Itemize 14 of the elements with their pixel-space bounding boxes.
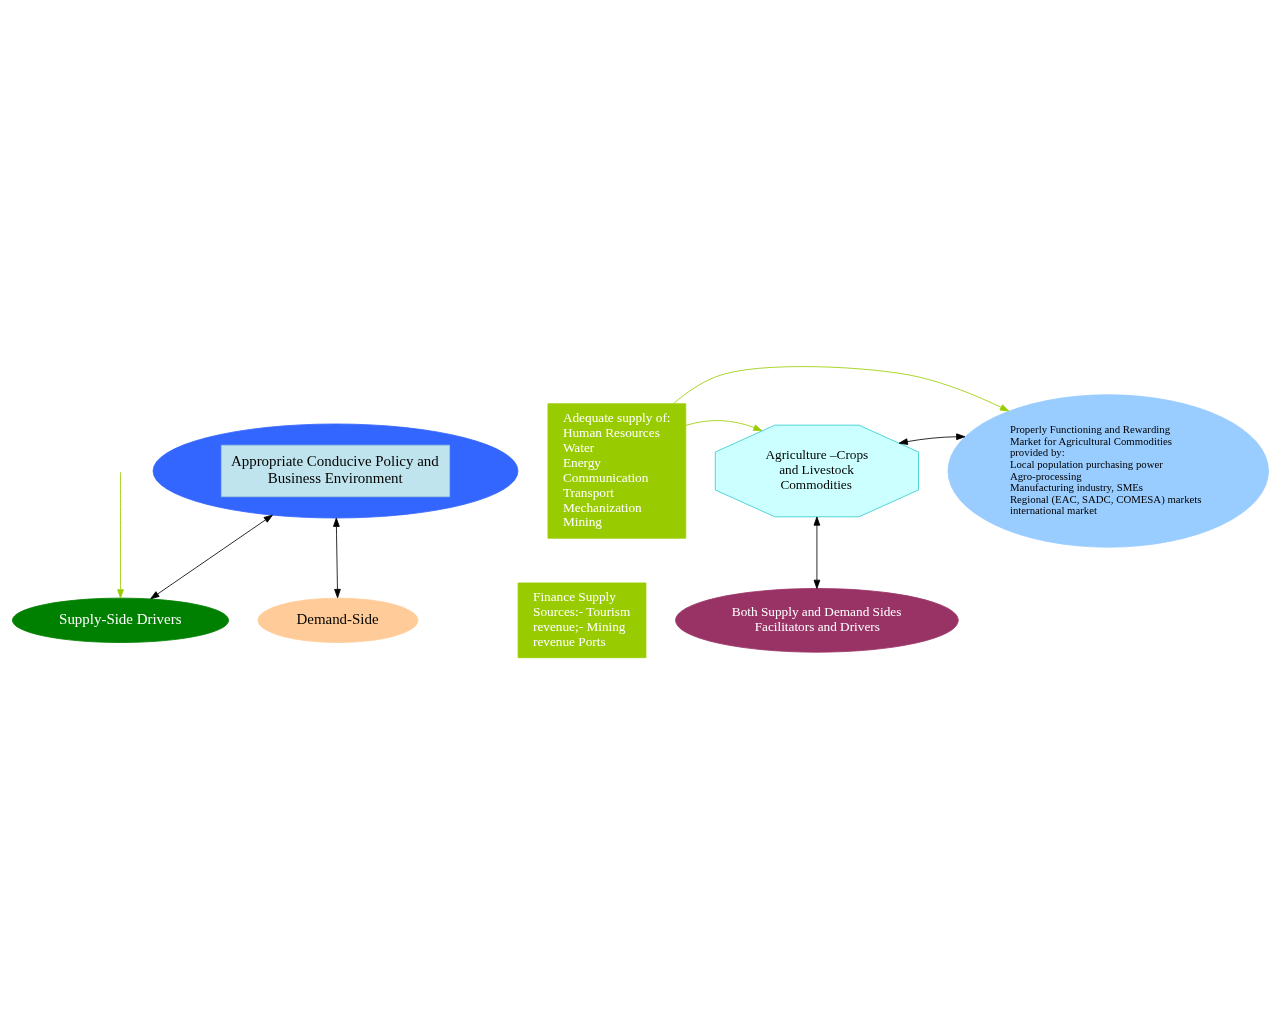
node-ellipse: Demand-Side	[257, 597, 419, 643]
node-box: Finance Supply Sources:- Tourism revenue;- Mining revenue Ports	[517, 582, 647, 658]
node-ellipse: Appropriate Conducive Policy and Business Environment	[152, 423, 519, 518]
node-ellipse: Supply-Side Drivers	[12, 597, 229, 643]
node-ellipse: Both Supply and Demand Sides Facilitators and Drivers	[675, 587, 959, 653]
node-box: Adequate supply of: Human Resources Water Energy Communication Transport Mechanization Mining	[547, 402, 687, 539]
node-ellipse: Properly Functioning and Rewarding Market for Agricultural Commodities provided by: Local population purchasing power Agro-processing Manufacturing industry, SMEs Regional (EAC, SADC, COMESA) markets international market	[947, 393, 1269, 548]
arrow	[333, 517, 341, 598]
arrow	[898, 432, 966, 445]
arrow	[685, 419, 763, 431]
arrow	[150, 514, 273, 599]
arrow	[673, 365, 1010, 411]
arrow	[813, 516, 821, 589]
arrow	[117, 471, 124, 598]
